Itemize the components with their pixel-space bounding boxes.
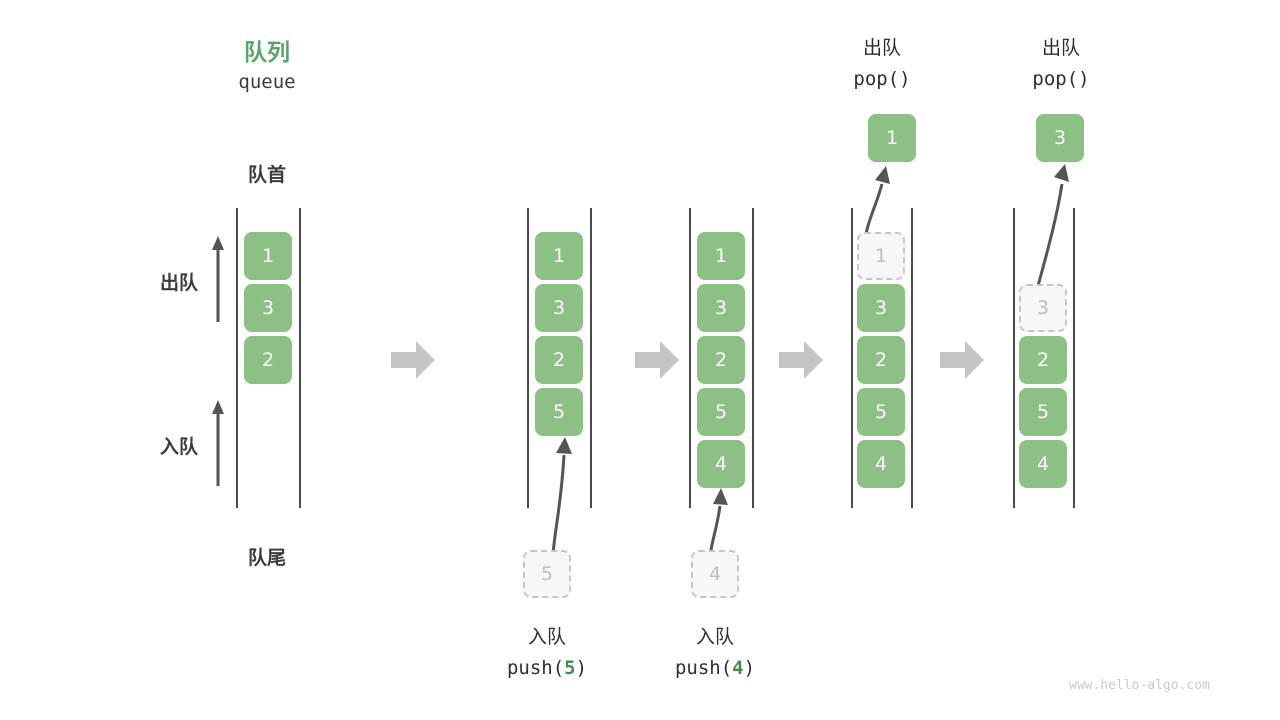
queue-cell: 2 (857, 336, 905, 384)
panel-4-rail-left (851, 208, 853, 508)
queue-cell: 1 (535, 232, 583, 280)
dequeue-direction-label: 出队 (159, 272, 198, 294)
queue-cell-new: 5 (535, 388, 583, 436)
operation-code-arg: 5 (564, 657, 576, 679)
pop-arrow-icon (1036, 164, 1069, 287)
queue-tail-label: 队尾 (247, 547, 286, 569)
operation-code-prefix: push( (506, 657, 565, 679)
push-arrow-icon (708, 488, 728, 557)
diagram-title-en: queue (238, 71, 296, 93)
flow-arrow-icon (940, 341, 984, 379)
queue-cell-removed: 3 (1019, 284, 1067, 332)
enqueue-direction-arrow-icon (212, 400, 224, 486)
queue-cell: 2 (535, 336, 583, 384)
queue-cell: 3 (244, 284, 292, 332)
panel-2-rail-left (527, 208, 529, 508)
queue-cell: 5 (857, 388, 905, 436)
panel-2-rail-right (590, 208, 592, 508)
queue-cell: 2 (697, 336, 745, 384)
queue-cell: 4 (857, 440, 905, 488)
queue-cell: 5 (697, 388, 745, 436)
flow-arrow-icon (391, 341, 435, 379)
queue-cell: 2 (244, 336, 292, 384)
operation-label-cn: 入队 (527, 626, 566, 648)
popped-element: 3 (1036, 114, 1084, 162)
flow-arrow-icon (779, 341, 823, 379)
panel-3-rail-right (752, 208, 754, 508)
operation-label-code: push(5) (487, 657, 607, 679)
queue-cell: 1 (697, 232, 745, 280)
push-arrow-icon (551, 437, 572, 556)
panel-3-rail-left (689, 208, 691, 508)
queue-cell: 3 (857, 284, 905, 332)
operation-code-suffix: ) (575, 657, 588, 679)
queue-cell: 4 (1019, 440, 1067, 488)
operation-label-cn: 出队 (1041, 37, 1080, 59)
operation-code-prefix: push( (674, 657, 733, 679)
watermark: www.hello-algo.com (1069, 678, 1210, 693)
diagram-title-cn: 队列 (244, 40, 290, 66)
panel-5-rail-right (1073, 208, 1075, 508)
panel-4-rail-right (911, 208, 913, 508)
operation-code-suffix: ) (743, 657, 756, 679)
operation-code-arg: 4 (732, 657, 744, 679)
queue-cell-removed: 1 (857, 232, 905, 280)
panel-1-rail-left (236, 208, 238, 508)
queue-cell: 1 (244, 232, 292, 280)
queue-cell: 5 (1019, 388, 1067, 436)
operation-label-cn: 入队 (695, 626, 734, 648)
operation-label-code: pop() (853, 68, 911, 90)
incoming-element: 4 (691, 550, 739, 598)
enqueue-direction-label: 入队 (159, 436, 198, 458)
queue-cell: 3 (697, 284, 745, 332)
dequeue-direction-arrow-icon (212, 236, 224, 322)
queue-cell: 3 (535, 284, 583, 332)
flow-arrow-icon (635, 341, 679, 379)
queue-cell: 2 (1019, 336, 1067, 384)
pop-arrow-icon (864, 166, 890, 235)
operation-label-cn: 出队 (862, 37, 901, 59)
popped-element: 1 (868, 114, 916, 162)
operation-label-code: pop() (1032, 68, 1090, 90)
panel-1-rail-right (299, 208, 301, 508)
incoming-element: 5 (523, 550, 571, 598)
queue-cell-new: 4 (697, 440, 745, 488)
panel-5-rail-left (1013, 208, 1015, 508)
queue-head-label: 队首 (247, 164, 286, 186)
operation-label-code: push(4) (655, 657, 775, 679)
